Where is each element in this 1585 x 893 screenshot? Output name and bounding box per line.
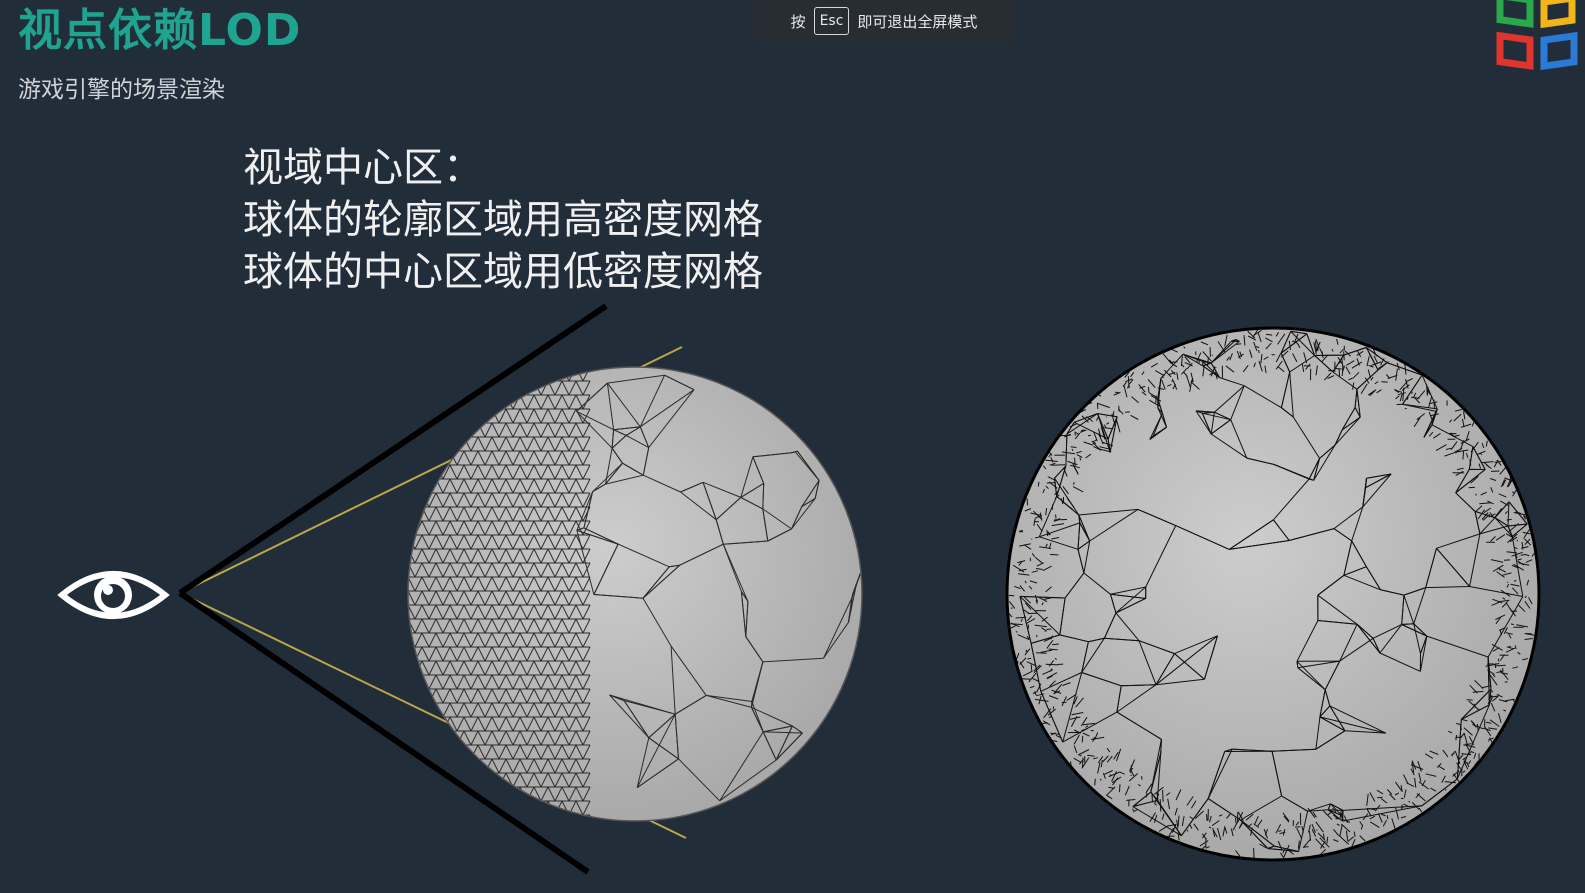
fullscreen-exit-hint: 按 Esc 即可退出全屏模式 — [753, 0, 1015, 42]
sphere-uniform-dense-mesh — [1005, 326, 1541, 862]
lod-description: 视域中心区： 球体的轮廓区域用高密度网格 球体的中心区域用低密度网格 — [243, 142, 763, 298]
description-heading: 视域中心区： — [243, 145, 483, 191]
slide-title: 视点依赖LOD — [18, 5, 302, 56]
esc-key-badge: Esc — [813, 7, 850, 35]
slide-subtitle: 游戏引擎的场景渲染 — [18, 77, 225, 103]
hint-prefix: 按 — [790, 12, 806, 31]
eye-icon — [57, 571, 170, 619]
colorful-squares-logo-icon — [1496, 0, 1578, 71]
description-line-2: 球体的中心区域用低密度网格 — [243, 249, 763, 295]
view-frustum-outer — [178, 303, 608, 875]
hint-suffix: 即可退出全屏模式 — [857, 12, 978, 31]
sphere-viewdependent-lod — [407, 366, 863, 822]
description-line-1: 球体的轮廓区域用高密度网格 — [243, 197, 763, 243]
